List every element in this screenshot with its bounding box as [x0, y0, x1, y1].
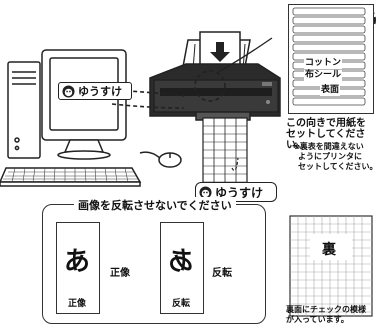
face-icon	[62, 84, 75, 98]
orientation-note-main: この向きで用紙を セットしてください。	[286, 118, 366, 151]
label-line-3: 表面	[320, 85, 341, 96]
name-tag-screen: ゆうすけ	[58, 82, 132, 100]
label-line-2: 布シール	[304, 70, 343, 81]
name-tag-text: ゆうすけ	[78, 85, 122, 98]
wrong-char: あ	[168, 247, 195, 277]
name-tag-text: ゆうすけ	[215, 185, 264, 200]
back-sheet-label: 裏	[322, 242, 336, 258]
down-arrow-icon	[210, 42, 230, 62]
correct-caption: 正像	[68, 299, 87, 309]
computer-tower-icon	[7, 61, 41, 159]
wrong-caption: 反転	[172, 299, 191, 309]
correct-char: あ	[64, 247, 91, 277]
label-line-1: コットン	[304, 58, 343, 69]
face-icon	[199, 185, 212, 199]
correct-card	[56, 222, 100, 314]
wrong-header: 反転	[212, 268, 232, 279]
orientation-note-sub: ※裏表を間違えない ようにプリンタに セットしてください。	[292, 142, 378, 171]
highlight-circle-icon	[194, 70, 226, 102]
back-sheet-icon	[289, 215, 373, 317]
notice-title: 画像を反転させないでください	[74, 197, 236, 213]
back-sheet-caption: 裏面にチェックの模様 が入っています。	[286, 305, 366, 324]
printer-icon	[149, 31, 281, 121]
keyboard-icon	[0, 167, 142, 187]
callout-line-icon	[217, 37, 273, 73]
wrong-card	[160, 222, 204, 314]
mouse-icon	[139, 151, 182, 168]
correct-header: 正像	[110, 268, 130, 279]
output-sheet-icon	[202, 117, 248, 191]
